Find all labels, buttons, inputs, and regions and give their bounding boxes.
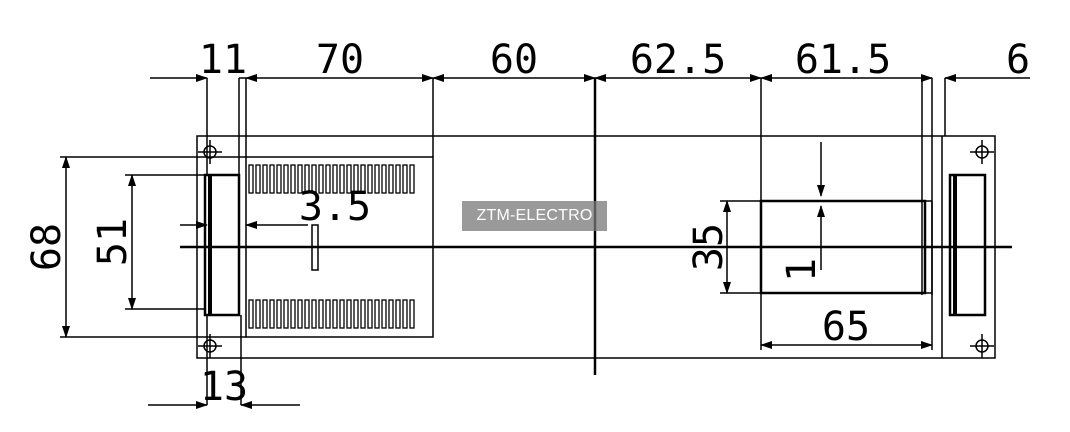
dim-right-inner: 1 [779, 258, 825, 282]
terminal-pin [339, 164, 345, 194]
terminal-pin [346, 164, 352, 194]
mount-hole-bottom-right [970, 334, 994, 358]
terminal-pins [248, 164, 415, 329]
terminal-pin [269, 299, 275, 329]
dim-bottom-width: 65 [822, 304, 870, 350]
terminal-pin [304, 164, 310, 194]
terminal-pin [318, 164, 324, 194]
terminal-pin [248, 299, 254, 329]
terminal-pin [290, 299, 296, 329]
dim-top-4: 62.5 [630, 37, 726, 83]
terminal-pin [304, 299, 310, 329]
terminal-pin [381, 164, 387, 194]
dim-top-5: 61.5 [795, 37, 891, 83]
terminal-pin [283, 164, 289, 194]
terminal-pin [297, 299, 303, 329]
terminal-pin [402, 164, 408, 194]
terminal-pin [409, 299, 415, 329]
terminal-pin [360, 299, 366, 329]
terminal-pin [353, 164, 359, 194]
terminal-pin [311, 299, 317, 329]
watermark-label: ZTM-ELECTRO [476, 207, 593, 224]
terminal-pin [409, 164, 415, 194]
terminal-pin [269, 164, 275, 194]
dim-left-outer: 68 [24, 223, 70, 271]
dim-top-1: 11 [199, 37, 247, 83]
right-bracket [948, 173, 987, 317]
terminal-pin [325, 299, 331, 329]
terminal-pin [290, 164, 296, 194]
terminal-pin [346, 299, 352, 329]
dim-bottom-left: 13 [200, 364, 248, 410]
dim-right-height: 35 [686, 223, 732, 271]
terminal-pin [297, 164, 303, 194]
dim-top-2: 70 [316, 37, 364, 83]
terminal-pin [255, 164, 261, 194]
watermark: ZTM-ELECTRO [462, 201, 607, 231]
terminal-pin [339, 299, 345, 329]
terminal-pin [332, 299, 338, 329]
terminal-pin [374, 164, 380, 194]
terminal-pin [325, 164, 331, 194]
terminal-pin [381, 299, 387, 329]
terminal-pin [367, 299, 373, 329]
terminal-pin [402, 299, 408, 329]
terminal-pin [388, 299, 394, 329]
terminal-pin [311, 164, 317, 194]
dim-top-6: 6 [1006, 37, 1030, 83]
terminal-pin [395, 299, 401, 329]
left-bracket [203, 173, 241, 317]
terminal-pin [374, 299, 380, 329]
mount-hole-top-right [970, 140, 994, 164]
terminal-pin [360, 164, 366, 194]
terminal-pin [276, 299, 282, 329]
terminal-pin [318, 299, 324, 329]
terminal-pin [255, 299, 261, 329]
dim-left-inner: 51 [90, 218, 136, 266]
terminal-pin [332, 164, 338, 194]
terminal-pin [353, 299, 359, 329]
mount-hole-top-left [198, 140, 222, 164]
terminal-pin [283, 299, 289, 329]
terminal-pin [262, 164, 268, 194]
dim-hole: 3.5 [299, 184, 371, 230]
terminal-pin [388, 164, 394, 194]
mount-hole-bottom-left [198, 334, 222, 358]
terminal-pin [367, 164, 373, 194]
terminal-pin [395, 164, 401, 194]
terminal-pin [276, 164, 282, 194]
terminal-pin [262, 299, 268, 329]
terminal-pin [248, 164, 254, 194]
dim-top-3: 60 [490, 37, 538, 83]
